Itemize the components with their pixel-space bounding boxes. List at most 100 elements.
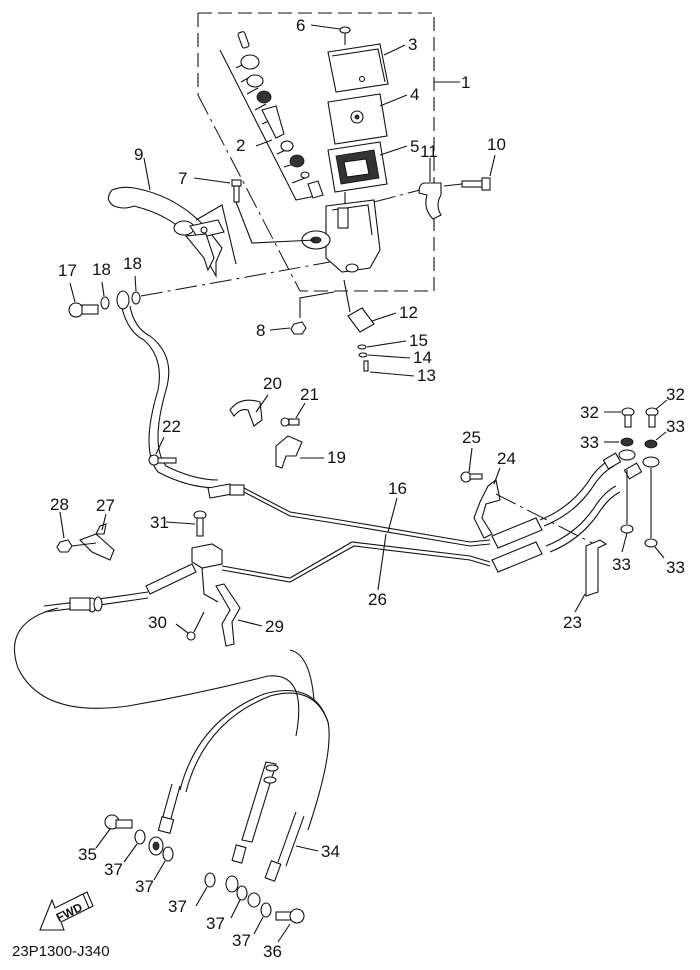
callout-label-33a: 33 bbox=[580, 433, 599, 452]
callout-label-29: 29 bbox=[265, 617, 284, 636]
nut-8: 8 bbox=[256, 291, 335, 340]
callout-label-33d: 33 bbox=[666, 558, 685, 577]
bracket-29: 29 bbox=[201, 567, 284, 647]
bracket-24: 24 bbox=[473, 449, 595, 545]
callout-label-6: 6 bbox=[296, 16, 305, 35]
rear-right-hoses bbox=[491, 449, 660, 573]
washer-33b: 33 bbox=[644, 417, 685, 449]
callout-label-31: 31 bbox=[150, 513, 169, 532]
piston-kit-2 bbox=[219, 31, 324, 201]
catalog-code: 23P1300-J340 bbox=[12, 943, 110, 960]
callout-label-11: 11 bbox=[420, 142, 438, 161]
brake-lever-9: 9 bbox=[107, 145, 237, 279]
union-bolt-17: 17 bbox=[58, 261, 99, 318]
switch-part-15: 15 bbox=[357, 331, 428, 350]
middle-hose bbox=[225, 761, 279, 893]
bracket-23: 23 bbox=[563, 539, 608, 632]
callout-label-4: 4 bbox=[410, 85, 419, 104]
washer-37a: 37 bbox=[104, 829, 146, 879]
washer-37b: 37 bbox=[135, 846, 174, 896]
holder-11: 11 bbox=[373, 142, 442, 220]
cap-plate-4: 4 bbox=[327, 85, 419, 145]
callout-label-37b: 37 bbox=[135, 877, 154, 896]
assembly-boundary-1 bbox=[197, 12, 460, 292]
front-brake-hose-loop bbox=[13, 607, 330, 831]
callout-label-33c: 33 bbox=[612, 555, 631, 574]
callout-label-18b: 18 bbox=[123, 254, 142, 273]
joint-bolt-31: 31 bbox=[150, 510, 207, 537]
callout-label-12: 12 bbox=[399, 303, 418, 322]
union-bolt-32a: 32 bbox=[580, 403, 635, 428]
holder-bolt-10: 10 bbox=[443, 135, 506, 191]
nut-28: 28 bbox=[50, 495, 97, 553]
washer-33a: 33 bbox=[580, 433, 634, 452]
callout-label-26: 26 bbox=[368, 590, 387, 609]
brake-hose-34: 34 bbox=[247, 811, 340, 908]
callout-label-37a: 37 bbox=[104, 860, 123, 879]
callout-label-34: 34 bbox=[321, 842, 340, 861]
bracket-19: 19 bbox=[275, 435, 346, 469]
callout-label-5: 5 bbox=[410, 137, 419, 156]
brake-hose-joint bbox=[43, 543, 223, 613]
callout-2: 2 bbox=[236, 136, 245, 155]
bolt-30: 30 bbox=[148, 611, 205, 641]
callout-label-25: 25 bbox=[462, 428, 481, 447]
callout-label-37c: 37 bbox=[168, 897, 187, 916]
callout-label-16: 16 bbox=[388, 479, 407, 498]
washer-37c: 37 bbox=[168, 872, 216, 916]
callout-label-17: 17 bbox=[58, 261, 77, 280]
lower-left-hose-end bbox=[148, 783, 181, 856]
callout-label-32a: 32 bbox=[580, 403, 599, 422]
bolt-22: 22 bbox=[148, 417, 181, 466]
callout-label-7: 7 bbox=[178, 169, 187, 188]
callout-label-33b: 33 bbox=[666, 417, 685, 436]
brake-switch-12: 12 bbox=[343, 279, 418, 333]
callout-label-19: 19 bbox=[327, 448, 346, 467]
cap-screw-6: 6 bbox=[296, 16, 351, 45]
clamp-27: 27 bbox=[79, 496, 115, 561]
switch-screw-13: 13 bbox=[363, 360, 436, 385]
callout-label-28: 28 bbox=[50, 495, 69, 514]
callout-label-32b: 32 bbox=[666, 385, 685, 404]
callout-label-20: 20 bbox=[263, 374, 282, 393]
union-bolt-36: 36 bbox=[263, 908, 305, 961]
hose-clamp-20: 20 bbox=[229, 374, 282, 427]
callout-label-37d: 37 bbox=[206, 914, 225, 933]
diaphragm-5: 5 bbox=[327, 137, 419, 205]
reservoir-cap-3: 3 bbox=[327, 35, 417, 93]
callout-label-36: 36 bbox=[263, 942, 282, 961]
callout-label-13: 13 bbox=[417, 366, 436, 385]
callout-label-22: 22 bbox=[162, 417, 181, 436]
callout-label-30: 30 bbox=[148, 613, 167, 632]
callout-label-37e: 37 bbox=[232, 931, 251, 950]
upper-brake-hose bbox=[116, 290, 245, 499]
washer-33c: 33 bbox=[612, 470, 634, 574]
washer-33d: 33 bbox=[644, 468, 685, 577]
switch-part-14: 14 bbox=[358, 348, 432, 367]
callout-label-21: 21 bbox=[300, 385, 319, 404]
callout-label-14: 14 bbox=[413, 348, 432, 367]
callout-label-2: 2 bbox=[236, 136, 245, 155]
callout-label-18a: 18 bbox=[92, 260, 111, 279]
brake-pipe-16: 16 bbox=[243, 479, 491, 547]
master-cylinder-body bbox=[301, 199, 381, 273]
bolt-21: 21 bbox=[280, 385, 319, 427]
pivot-bolt-7: 7 bbox=[178, 169, 316, 244]
callout-label-35: 35 bbox=[78, 845, 97, 864]
callout-label-8: 8 bbox=[256, 321, 265, 340]
callout-label-23: 23 bbox=[563, 613, 582, 632]
callout-label-10: 10 bbox=[487, 135, 506, 154]
copper-washer-18a: 18 bbox=[92, 260, 111, 310]
callout-label-3: 3 bbox=[408, 35, 417, 54]
callout-1: 1 bbox=[461, 73, 470, 92]
fwd-arrow-icon bbox=[39, 893, 90, 931]
copper-washer-18b: 18 bbox=[123, 254, 331, 305]
callout-label-9: 9 bbox=[134, 145, 143, 164]
forward-direction-arrow: FWD bbox=[39, 891, 94, 931]
union-bolt-35: 35 bbox=[78, 814, 133, 864]
callout-label-24: 24 bbox=[497, 449, 516, 468]
callout-label-1: 1 bbox=[461, 73, 470, 92]
washer-37d: 37 bbox=[206, 885, 248, 933]
union-bolt-32b: 32 bbox=[645, 385, 685, 428]
